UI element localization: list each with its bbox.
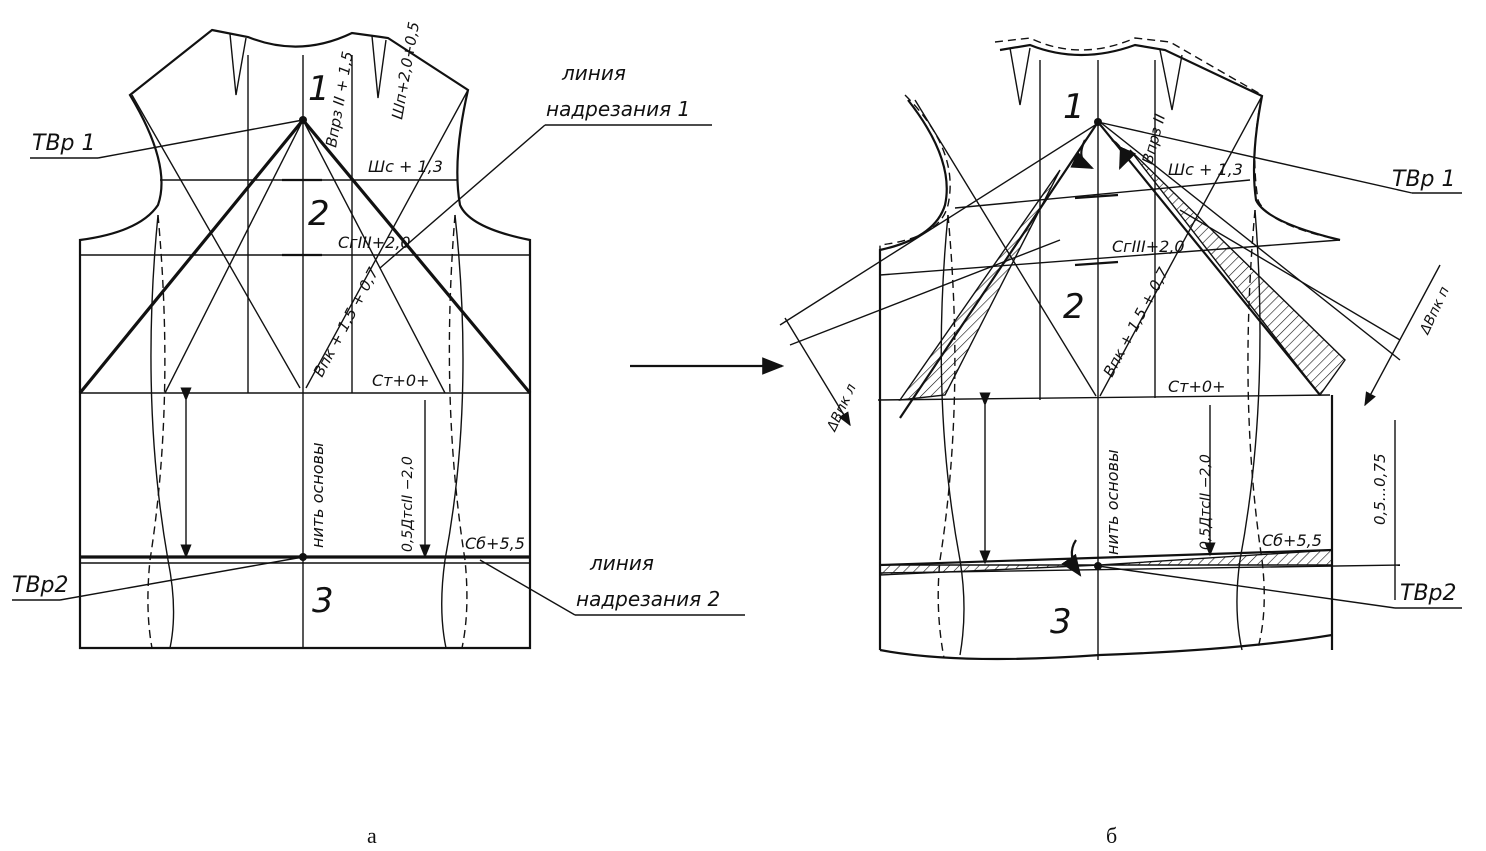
caption-b: б xyxy=(1106,823,1117,848)
figure-a-back-bodice: 1 2 3 ТВр 1 ТВр2 линия надрезания 1 лини… xyxy=(12,20,745,650)
fig-b-diag-right xyxy=(1099,95,1263,397)
fig-a-zone-2: 2 xyxy=(308,194,330,234)
fig-b-label-delta-right: ΔВпк п xyxy=(1417,284,1453,337)
fig-a-label-sb: Сб+5,5 xyxy=(465,534,525,553)
fig-a-left-shoulder-dart xyxy=(229,33,247,96)
fig-b-hatched-wedge-left xyxy=(898,169,1061,401)
fig-b-label-shs: Шс + 1,3 xyxy=(1168,160,1243,179)
fig-b-rotation-arrow-top-left xyxy=(1070,139,1094,169)
fig-b-back-contour xyxy=(878,43,1341,650)
fig-a-leader-tvr2 xyxy=(59,556,304,601)
fig-b-hatched-wedge-right xyxy=(1129,149,1346,397)
fig-b-right-shoulder-dart xyxy=(1159,49,1183,111)
fig-b-left-side-seam-2 xyxy=(937,214,956,659)
fig-a-diag-center-right xyxy=(302,119,446,394)
fig-b-right-side-seam xyxy=(1236,209,1261,651)
fig-b-rotation-arrow-bottom xyxy=(1061,539,1082,577)
fig-b-chest-line xyxy=(879,239,1341,276)
fig-a-right-side-seam xyxy=(441,214,464,649)
fig-a-right-shoulder-dart xyxy=(371,35,387,99)
fig-b-right-side-seam-2 xyxy=(1247,209,1265,649)
fig-b-left-shoulder-dart xyxy=(1009,47,1031,106)
caption-a: а xyxy=(367,823,377,848)
fig-b-mark-chest xyxy=(1074,260,1119,267)
fig-b-leader-tvr2 xyxy=(1097,565,1396,609)
fig-a-diag-left xyxy=(131,94,301,389)
fig-a-label-shs: Шс + 1,3 xyxy=(368,157,443,176)
fig-b-diag-left xyxy=(914,99,1097,397)
fig-b-ray-right-2 xyxy=(1179,209,1401,341)
fig-a-zone-3: 3 xyxy=(312,581,334,621)
fig-a-label-sg: СгΙΙΙ+2,0 xyxy=(338,233,411,252)
fig-a-leader-cut2 xyxy=(479,559,576,616)
fig-a-leader-tvr1 xyxy=(97,119,304,159)
fig-b-hip-line xyxy=(879,548,1333,567)
fig-a-zone-1: 1 xyxy=(308,69,330,109)
fig-a-left-side-seam-2 xyxy=(147,214,166,649)
fig-a-label-st: Ст+0+ xyxy=(372,371,429,390)
fig-a-leader-cut1 xyxy=(379,124,546,269)
fig-b-label-vprz: Впрз ΙΙ xyxy=(1138,111,1169,166)
fig-a-back-contour xyxy=(78,28,532,650)
fig-b-waist-line xyxy=(877,394,1331,401)
fig-b-label-st: Ст+0+ xyxy=(1168,377,1225,396)
fig-a-label-vpk: Впк + 1,5 + 0,7 xyxy=(310,264,383,380)
fig-b-leader-tvr1 xyxy=(1097,121,1413,194)
fig-b-label-offset: 0,5...0,75 xyxy=(1371,453,1389,525)
fig-b-shoulder-blade-line xyxy=(954,179,1251,209)
fig-b-ray-right-1 xyxy=(1099,121,1401,361)
fig-b-label-grain: нить основы xyxy=(1103,449,1122,555)
fig-b-rotation-arrow-top-right xyxy=(1111,139,1137,171)
fig-b-label-vpk: Впк + 1,5 + 0,7 xyxy=(1100,264,1173,380)
fig-b-left-side-seam xyxy=(940,214,965,656)
fig-a-diag-right xyxy=(305,89,469,389)
fig-b-zone-1: 1 xyxy=(1063,87,1085,127)
fig-b-hatched-hip xyxy=(879,564,1101,576)
fig-a-label-cut2-l2: надрезания 2 xyxy=(576,587,720,611)
fig-b-mark-shoulder xyxy=(1074,193,1119,200)
fig-a-label-tvr2: ТВр2 xyxy=(12,573,69,598)
fig-b-zone-2: 2 xyxy=(1063,287,1085,327)
fig-b-dart-left-edge xyxy=(899,121,1099,419)
fig-b-label-sg: СгΙΙΙ+2,0 xyxy=(1112,237,1185,256)
fig-b-label-sb: Сб+5,5 xyxy=(1262,531,1322,550)
fig-b-label-dts: 0,5ДтсΙΙ −2,0 xyxy=(1198,454,1214,550)
figure-b-back-bodice: 1 2 3 ТВр 1 ТВр2 Впрз ΙΙ Шс + 1,3 СгΙΙΙ+… xyxy=(779,37,1462,661)
fig-b-delta-left-arrow xyxy=(784,317,851,427)
fig-a-label-dts: 0,5ДтсΙΙ −2,0 xyxy=(400,456,416,552)
fig-b-ray-left-1 xyxy=(779,121,1101,326)
fig-a-label-shp: Шп+2,0+0,5 xyxy=(388,20,423,120)
fig-b-ray-left-2 xyxy=(789,239,1061,346)
fig-a-right-side-seam-2 xyxy=(448,214,468,649)
fig-a-left-side-seam xyxy=(150,214,175,649)
fig-b-hem xyxy=(879,633,1333,661)
fig-b-label-tvr2: ТВр2 xyxy=(1400,581,1457,606)
fig-b-label-tvr1: ТВр 1 xyxy=(1392,167,1456,192)
fig-b-delta-right-arrow xyxy=(1364,264,1441,407)
fig-a-label-cut2-l1: линия xyxy=(589,551,654,575)
fig-a-label-cut1-l1: линия xyxy=(561,61,626,85)
fig-a-label-tvr1: ТВр 1 xyxy=(32,131,96,156)
fig-b-hatched-hip-right xyxy=(1099,549,1333,566)
fig-a-diag-center-left xyxy=(164,119,304,394)
fig-b-zone-3: 3 xyxy=(1050,602,1072,642)
fig-a-label-cut1-l2: надрезания 1 xyxy=(546,97,690,121)
fig-a-label-grain: нить основы xyxy=(308,442,327,548)
